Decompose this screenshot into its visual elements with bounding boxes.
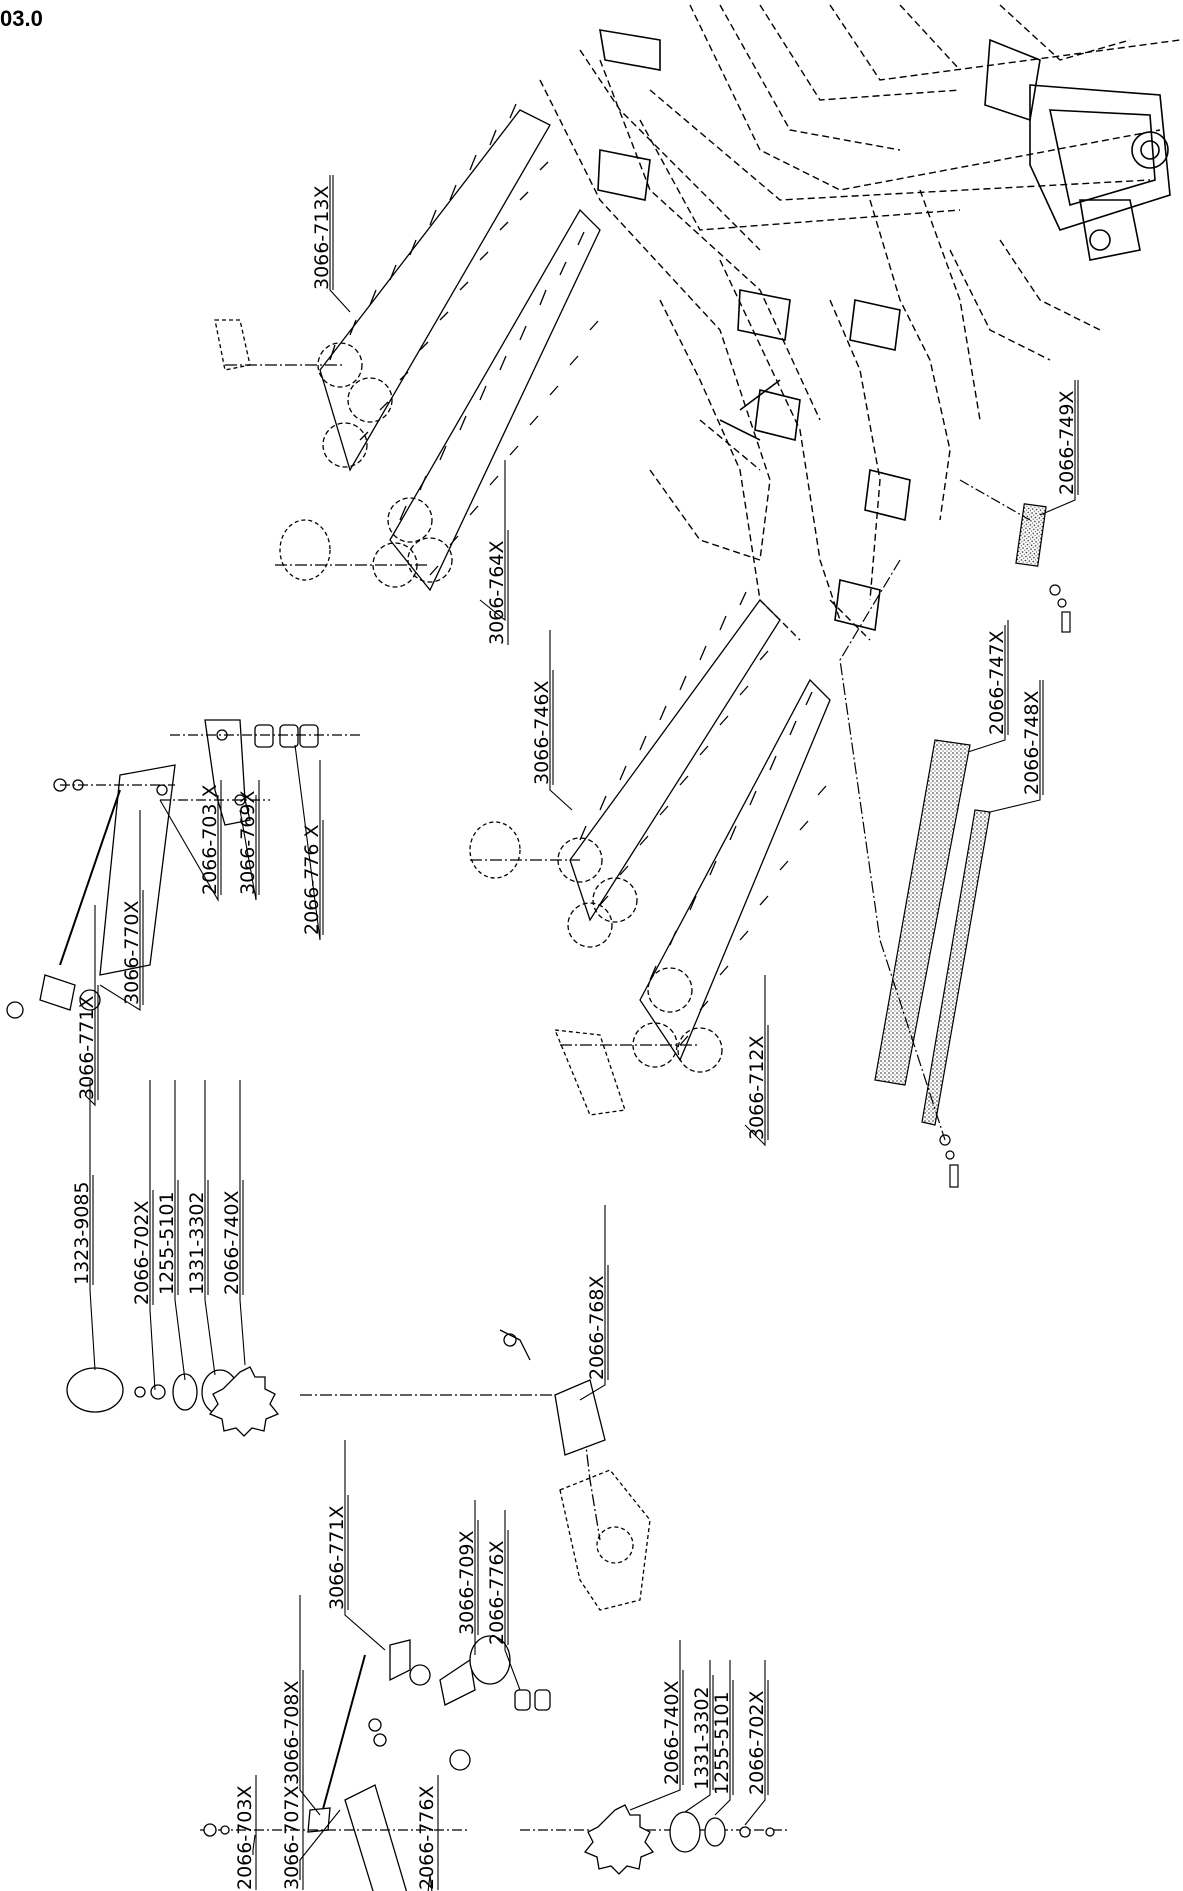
label-2066-703X-upper: 2066-703 X bbox=[199, 784, 221, 895]
label-3066-770X: 3066-770X bbox=[121, 901, 143, 1006]
label-rules bbox=[92, 175, 1079, 1890]
idler-stack-top bbox=[66, 1366, 601, 1541]
frame-bracket bbox=[597, 29, 1171, 631]
part-labels: 3066-713X 3066-764X 2066-749X 2066-747X … bbox=[71, 186, 1078, 1891]
label-3066-712X: 3066-712X bbox=[746, 1036, 768, 1141]
label-1255-5101-upper: 1255-5101 bbox=[156, 1191, 178, 1295]
tensioner-arm-2066-768X bbox=[499, 1329, 651, 1611]
label-2066-702X-upper: 2066-702X bbox=[131, 1201, 153, 1306]
label-3066-769X: 3066-769X bbox=[237, 791, 259, 896]
label-3066-713X: 3066-713X bbox=[311, 186, 333, 291]
label-2066-747X: 2066-747X bbox=[986, 631, 1008, 736]
label-3066-709X: 3066-709X bbox=[456, 1531, 478, 1636]
label-2066-703X-lower: 2066-703X bbox=[234, 1786, 256, 1891]
part-2066-747X bbox=[874, 739, 971, 1086]
label-3066-708X: 3066-708X bbox=[281, 1681, 303, 1786]
label-1255-5101-lower: 1255-5101 bbox=[711, 1691, 733, 1795]
label-3066-746X: 3066-746X bbox=[531, 681, 553, 786]
label-1331-3302-lower: 1331-3302 bbox=[691, 1686, 713, 1790]
label-3066-771X-lower: 3066-771X bbox=[326, 1506, 348, 1611]
label-2066-740X-upper: 2066-740X bbox=[221, 1191, 243, 1296]
label-2066-702X-lower: 2066-702X bbox=[746, 1691, 768, 1796]
label-3066-707X: 3066-707X bbox=[281, 1786, 303, 1891]
chain-3066-746X bbox=[469, 591, 781, 948]
leader-lines bbox=[84, 175, 1076, 1891]
label-2066-768X: 2066-768X bbox=[586, 1276, 608, 1381]
tensioner-assembly-lower bbox=[200, 1635, 790, 1891]
part-2066-748X bbox=[839, 559, 991, 1188]
page-reference: 03.0 bbox=[0, 6, 43, 31]
label-2066-776X-mid: 2066-776X bbox=[486, 1541, 508, 1646]
label-2066-749X: 2066-749X bbox=[1056, 391, 1078, 496]
label-1331-3302-upper: 1331-3302 bbox=[186, 1191, 208, 1295]
label-2066-740X-lower: 2066-740X bbox=[661, 1681, 683, 1786]
part-2066-749X bbox=[959, 479, 1071, 633]
machine-frame bbox=[539, 4, 1181, 641]
chain-3066-712X bbox=[553, 678, 831, 1116]
label-3066-771X-upper: 3066-771X bbox=[76, 996, 98, 1101]
label-3066-764X: 3066-764X bbox=[486, 541, 508, 646]
label-2066-776X-lower: 2066-776X bbox=[416, 1786, 438, 1891]
chain-3066-713X bbox=[214, 103, 551, 472]
chain-3066-764X bbox=[275, 208, 601, 592]
label-1323-9085: 1323-9085 bbox=[71, 1181, 93, 1285]
label-2066-776X-upper: 2066-776 X bbox=[301, 824, 323, 935]
label-2066-748X: 2066-748X bbox=[1021, 691, 1043, 796]
tensioner-assembly-upper bbox=[6, 719, 360, 1019]
